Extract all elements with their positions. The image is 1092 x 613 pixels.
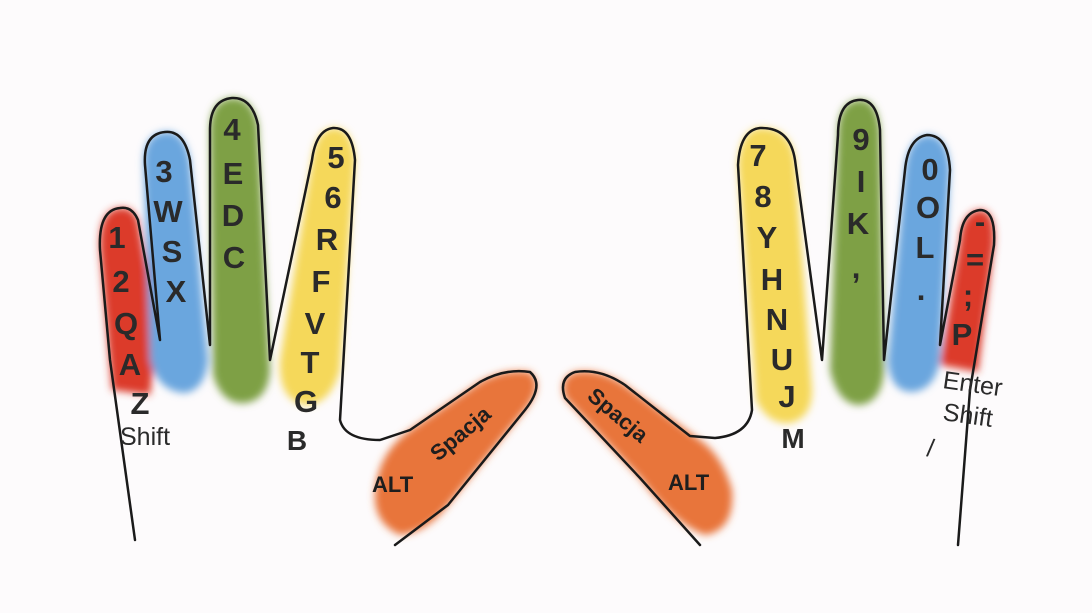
key-label: O (916, 190, 940, 225)
key-label: D (222, 198, 244, 233)
key-label: R (316, 222, 338, 257)
key-label: = (966, 242, 984, 277)
key-label: 0 (921, 152, 938, 187)
key-label: G (294, 384, 318, 419)
key-label: Q (114, 306, 138, 341)
b-key-label: B (287, 425, 307, 456)
key-label: C (223, 240, 245, 275)
alt-label: ALT (668, 470, 710, 495)
key-label: U (771, 342, 793, 377)
shift-label: Shift (941, 398, 994, 433)
key-label: V (305, 306, 326, 341)
m-key-label: M (781, 423, 804, 454)
key-label: 7 (749, 138, 766, 173)
key-label: J (778, 379, 795, 414)
key-label: ; (963, 278, 973, 313)
key-label: N (766, 302, 788, 337)
shift-label: Shift (120, 423, 170, 451)
key-label: L (916, 230, 935, 265)
key-label: 1 (108, 220, 125, 255)
key-label: 8 (754, 179, 771, 214)
key-label: 6 (324, 180, 341, 215)
key-label: W (153, 194, 183, 229)
key-label: H (761, 262, 783, 297)
key-label: S (162, 234, 183, 269)
key-label: Z (131, 386, 150, 421)
key-label: X (166, 274, 187, 309)
slash-label: / (925, 434, 936, 463)
key-label: 4 (223, 112, 241, 147)
key-label: I (857, 164, 866, 199)
key-label: Y (757, 220, 778, 255)
key-label: T (301, 345, 320, 380)
key-label: , (852, 250, 861, 285)
alt-label: ALT (372, 472, 414, 497)
key-label: . (917, 272, 926, 307)
key-label: P (952, 317, 973, 352)
enter-label: Enter (941, 366, 1004, 402)
key-label: 9 (852, 122, 869, 157)
key-label: E (223, 156, 244, 191)
key-label: F (312, 264, 331, 299)
key-label: K (847, 206, 870, 241)
key-label: A (119, 347, 141, 382)
key-label: 2 (112, 264, 129, 299)
key-label: 5 (327, 140, 344, 175)
key-label: 3 (155, 154, 172, 189)
key-label: - (975, 204, 985, 239)
